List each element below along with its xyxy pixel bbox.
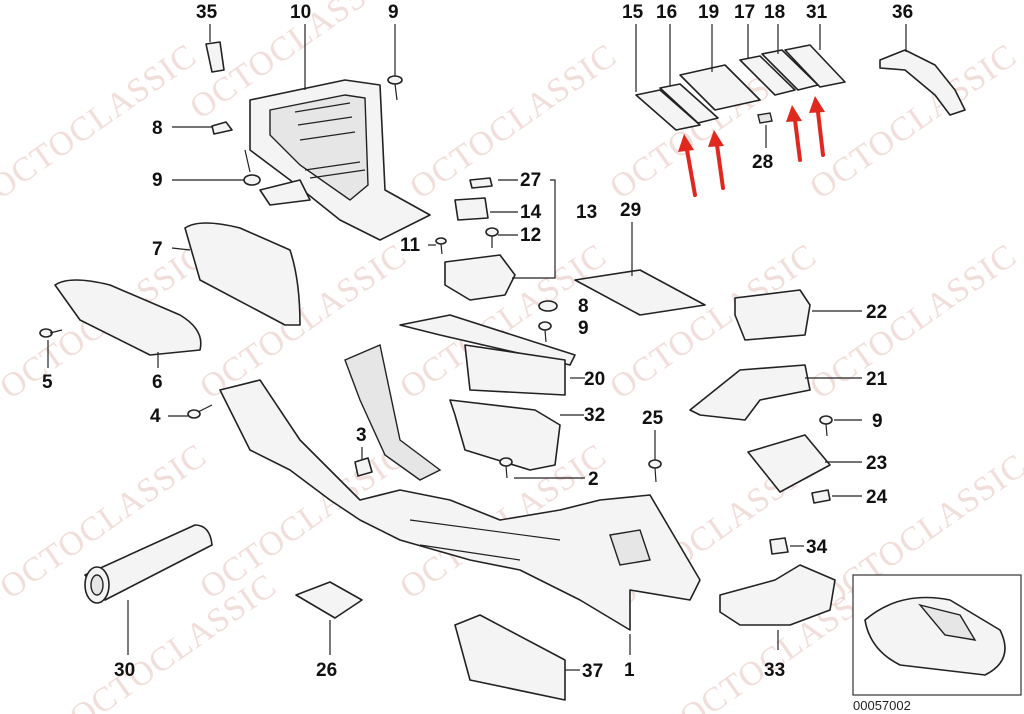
part-29-mat	[574, 269, 706, 316]
part-8-cap	[538, 300, 558, 312]
part-12-screw	[485, 227, 499, 248]
part-27-clip	[469, 177, 493, 189]
highlight-arrows	[678, 96, 825, 197]
callout-8: 8	[152, 118, 163, 139]
part-2-screw	[499, 457, 513, 479]
part-24-clip	[811, 489, 831, 504]
callout-13: 13	[576, 202, 597, 223]
part-6-side-panel	[54, 279, 202, 356]
callout-34: 34	[806, 537, 828, 558]
part-5-screw	[39, 328, 63, 338]
watermark: OCTOCLASSIC	[803, 237, 1023, 407]
part-7-side-panel	[184, 222, 301, 326]
callout-16: 16	[656, 2, 677, 23]
part-9-washer	[243, 149, 261, 186]
part-10-console-frame	[249, 79, 431, 241]
callout-33: 33	[764, 660, 785, 681]
part-35-cover	[205, 41, 225, 73]
callout-29: 29	[620, 200, 641, 221]
callout-19: 19	[698, 2, 719, 23]
callout-9: 9	[578, 318, 589, 339]
part-22-bin	[734, 289, 811, 341]
callout-2: 2	[588, 469, 599, 490]
inset-car-thumbnail: 00057002	[852, 574, 1022, 713]
callout-23: 23	[866, 453, 887, 474]
callout-8: 8	[578, 296, 589, 317]
callout-10: 10	[290, 2, 311, 23]
callout-labels: 35 10 9 8 9 7 6 5 4 3 27 14 13 12 11 29 …	[42, 2, 913, 682]
callout-15: 15	[622, 2, 644, 23]
part-32-holder	[449, 399, 561, 471]
part-25-screw	[648, 459, 662, 483]
part-1-center-console	[219, 344, 701, 631]
part-3-clip	[354, 457, 373, 477]
callout-37: 37	[582, 661, 603, 682]
part-13-bracket	[444, 254, 516, 301]
part-33-bracket	[719, 564, 836, 626]
callout-27: 27	[520, 170, 541, 191]
callout-12: 12	[520, 225, 541, 246]
callout-24: 24	[866, 487, 888, 508]
callout-4: 4	[150, 406, 161, 427]
callout-9: 9	[152, 170, 163, 191]
callout-7: 7	[152, 239, 163, 260]
callout-18: 18	[764, 2, 785, 23]
callout-21: 21	[866, 369, 888, 390]
callout-9: 9	[872, 411, 883, 432]
callout-28: 28	[752, 152, 773, 173]
part-34-clip	[769, 537, 789, 555]
callout-9: 9	[388, 2, 399, 23]
part-21-holder	[689, 364, 811, 421]
part-30-insulation-roll	[84, 524, 213, 604]
part-9-screw	[819, 415, 833, 437]
switch-blanks-group	[635, 44, 846, 131]
callout-25: 25	[642, 408, 664, 429]
callout-11: 11	[400, 235, 421, 256]
part-37-bracket	[454, 614, 566, 701]
callout-32: 32	[584, 405, 605, 426]
callout-31: 31	[806, 2, 828, 23]
callout-22: 22	[866, 302, 887, 323]
reference-code: 00057002	[853, 698, 911, 713]
callout-14: 14	[520, 202, 542, 223]
callout-20: 20	[584, 369, 605, 390]
callout-36: 36	[892, 2, 913, 23]
callout-30: 30	[114, 660, 135, 681]
part-23-cover	[747, 434, 831, 493]
part-9-screw	[538, 321, 552, 343]
callout-5: 5	[42, 372, 53, 393]
part-11-screw	[435, 237, 447, 255]
part-4-screw	[187, 404, 213, 419]
part-9-screw	[387, 75, 403, 101]
part-14-box	[454, 197, 489, 221]
watermark: OCTOCLASSIC	[0, 37, 203, 207]
callout-6: 6	[152, 372, 163, 393]
watermark: OCTOCLASSIC	[403, 37, 623, 207]
leader-lines	[47, 24, 907, 671]
part-36-trim	[879, 49, 966, 116]
callout-35: 35	[196, 2, 218, 23]
callout-1: 1	[624, 660, 635, 681]
callout-17: 17	[734, 2, 755, 23]
callout-3: 3	[356, 425, 367, 446]
part-8-clip	[211, 121, 233, 135]
part-26-lid	[295, 581, 363, 619]
part-20-tray	[399, 314, 576, 396]
callout-26: 26	[316, 660, 337, 681]
